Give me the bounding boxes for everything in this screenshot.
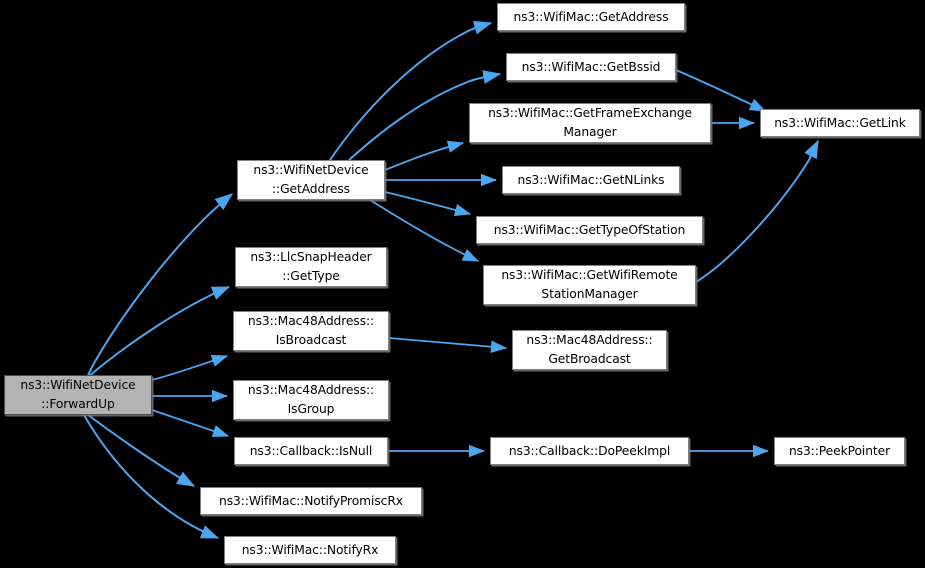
graph-node-getnlinks[interactable]: ns3::WifiMac::GetNLinks xyxy=(502,166,680,194)
graph-edge-forwardup-to-isbroadcast xyxy=(151,354,229,381)
graph-node-label: ns3::Mac48Address:: GetBroadcast xyxy=(526,333,653,366)
graph-node-label: ns3::WifiMac::GetBssid xyxy=(521,59,661,74)
graph-node-label: ns3::WifiMac::NotifyPromiscRx xyxy=(219,493,403,508)
graph-node-isbroadcast[interactable]: ns3::Mac48Address:: IsBroadcast xyxy=(233,311,389,351)
graph-edge-isbroadcast-to-getbcast xyxy=(388,337,508,354)
graph-node-gettos[interactable]: ns3::WifiMac::GetTypeOfStation xyxy=(476,216,703,244)
graph-edge-netgetaddr-to-gettos xyxy=(384,191,472,217)
graph-node-forwardup[interactable]: ns3::WifiNetDevice ::ForwardUp xyxy=(4,375,152,415)
graph-node-getbcast[interactable]: ns3::Mac48Address:: GetBroadcast xyxy=(512,330,667,370)
edge-paths xyxy=(83,23,818,539)
graph-node-label: ns3::Mac48Address:: IsBroadcast xyxy=(247,314,375,347)
graph-node-label: ns3::WifiNetDevice ::ForwardUp xyxy=(20,378,136,411)
graph-edge-forwardup-to-isnull xyxy=(151,409,230,438)
graph-node-label: ns3::WifiMac::NotifyRx xyxy=(241,542,379,557)
graph-node-promiscrx[interactable]: ns3::WifiMac::NotifyPromiscRx xyxy=(200,487,422,515)
graph-node-label: ns3::WifiMac::GetWifiRemote StationManag… xyxy=(501,268,678,301)
graph-node-notifyrx[interactable]: ns3::WifiMac::NotifyRx xyxy=(224,536,396,564)
graph-node-getfem[interactable]: ns3::WifiMac::GetFrameExchange Manager xyxy=(469,103,711,143)
graph-node-label: ns3::Callback::DoPeekImpl xyxy=(508,443,671,458)
graph-edge-forwardup-to-notifyrx xyxy=(83,414,220,539)
graph-node-peekptr[interactable]: ns3::PeekPointer xyxy=(774,437,905,465)
graph-node-label: ns3::Mac48Address:: IsGroup xyxy=(247,383,375,416)
graph-node-label: ns3::WifiMac::GetNLinks xyxy=(517,172,665,187)
graph-edge-netgetaddr-to-macgetaddr xyxy=(329,23,491,161)
graph-edge-netgetaddr-to-getbssid xyxy=(348,74,500,161)
graph-node-getwrsm[interactable]: ns3::WifiMac::GetWifiRemote StationManag… xyxy=(483,265,696,305)
graph-edge-forwardup-to-netgetaddr xyxy=(87,193,233,376)
graph-node-isgroup[interactable]: ns3::Mac48Address:: IsGroup xyxy=(233,380,389,420)
graph-node-label: ns3::WifiMac::GetLink xyxy=(774,115,906,130)
graph-node-label: ns3::Callback::IsNull xyxy=(249,443,373,458)
graph-node-dopeek[interactable]: ns3::Callback::DoPeekImpl xyxy=(490,437,689,465)
graph-edge-netgetaddr-to-getfem xyxy=(384,140,465,171)
graph-edge-forwardup-to-llcgettype xyxy=(87,286,231,378)
graph-node-getbssid[interactable]: ns3::WifiMac::GetBssid xyxy=(506,53,676,81)
graph-edge-getwrsm-to-getlink xyxy=(695,141,818,283)
graph-node-macgetaddr[interactable]: ns3::WifiMac::GetAddress xyxy=(497,3,685,31)
graph-node-netgetaddr[interactable]: ns3::WifiNetDevice ::GetAddress xyxy=(237,160,385,200)
graph-node-llcgettype[interactable]: ns3::LlcSnapHeader ::GetType xyxy=(235,247,387,287)
graph-node-label: ns3::WifiMac::GetTypeOfStation xyxy=(493,222,686,237)
graph-edge-forwardup-to-promiscrx xyxy=(87,414,196,487)
graph-node-getlink[interactable]: ns3::WifiMac::GetLink xyxy=(760,109,920,137)
graph-node-label: ns3::LlcSnapHeader ::GetType xyxy=(250,250,372,283)
graph-edge-netgetaddr-to-getwrsm xyxy=(369,199,479,262)
graph-node-label: ns3::PeekPointer xyxy=(788,443,891,458)
graph-node-label: ns3::WifiMac::GetAddress xyxy=(513,9,669,24)
graph-edge-getbssid-to-getlink xyxy=(675,69,766,112)
graph-node-label: ns3::WifiNetDevice ::GetAddress xyxy=(253,163,369,196)
graph-node-isnull[interactable]: ns3::Callback::IsNull xyxy=(234,437,388,465)
graph-node-label: ns3::WifiMac::GetFrameExchange Manager xyxy=(488,106,692,139)
